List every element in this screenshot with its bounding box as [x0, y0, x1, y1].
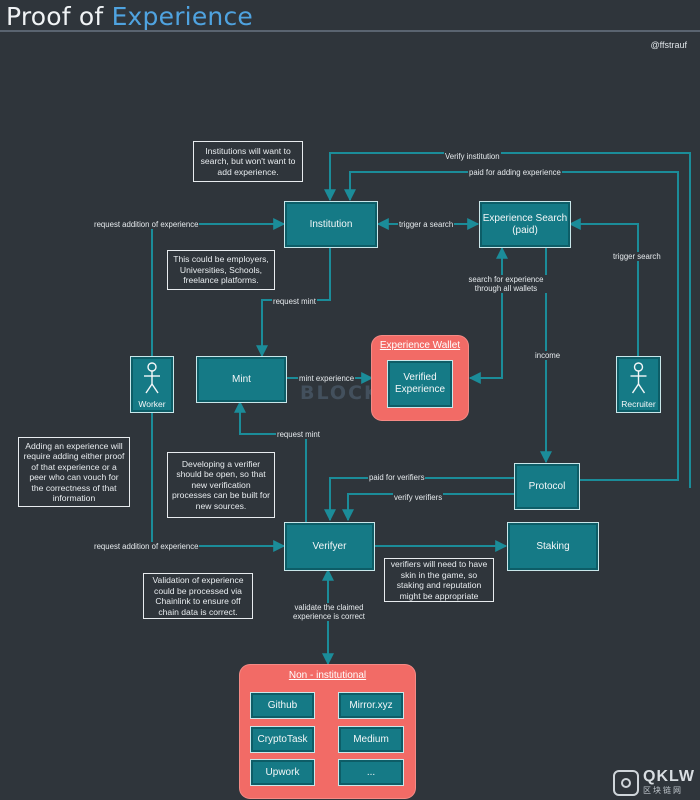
- edge-search-wallets: [468, 246, 508, 384]
- brand-icon: [613, 769, 639, 796]
- edge-trigger-search: [568, 218, 639, 356]
- note-validation: Validation of experience could be proces…: [143, 573, 253, 619]
- note-adding-experience: Adding an experience will require adding…: [18, 437, 130, 507]
- group-experience-wallet: Experience Wallet Verified Experience: [372, 336, 468, 420]
- source-upwork[interactable]: Upwork: [250, 759, 315, 786]
- brand-sub: 区块链网: [643, 786, 683, 795]
- edge-request-mint-bottom: [234, 400, 307, 522]
- label-request-mint-top: request mint: [272, 297, 317, 306]
- person-icon: [630, 362, 647, 394]
- title-accent: Experience: [111, 2, 253, 31]
- source-mirror[interactable]: Mirror.xyz: [338, 692, 404, 719]
- note-institutions: Institutions will want to search, but wo…: [193, 141, 303, 182]
- edge-paid-for-adding: [344, 171, 679, 481]
- source-cryptotask[interactable]: CryptoTask: [250, 726, 315, 753]
- label-paid-for-verifiers: paid for verifiers: [368, 473, 426, 482]
- source-more[interactable]: ...: [338, 759, 404, 786]
- title-main: Proof of: [6, 2, 104, 31]
- person-icon: [144, 362, 160, 394]
- actor-recruiter[interactable]: Recruiter: [616, 356, 661, 413]
- label-validate-claimed: validate the claimed experience is corre…: [284, 603, 374, 621]
- label-mint-experience: mint experience: [298, 374, 356, 383]
- actor-worker[interactable]: Worker: [130, 356, 174, 413]
- node-institution[interactable]: Institution: [284, 201, 378, 248]
- group-non-institutional: Non - institutional Github Mirror.xyz Cr…: [240, 665, 415, 798]
- label-paid-for-adding: paid for adding experience: [468, 168, 562, 177]
- label-trigger-a-search: trigger a search: [398, 220, 455, 229]
- label-verify-verifiers: verify verifiers: [393, 493, 444, 502]
- experience-wallet-title: Experience Wallet: [379, 340, 461, 351]
- node-verified-experience[interactable]: Verified Experience: [387, 360, 453, 408]
- brand-logo: QKLW 区块链网: [613, 769, 695, 796]
- label-request-addition-top: request addition of experience: [93, 220, 200, 229]
- label-request-mint-bottom: request mint: [276, 430, 321, 439]
- label-trigger-search: trigger search: [612, 252, 662, 261]
- source-github[interactable]: Github: [250, 692, 315, 719]
- label-request-addition-bottom: request addition of experience: [93, 542, 200, 551]
- node-protocol[interactable]: Protocol: [514, 463, 580, 510]
- worker-label: Worker: [138, 399, 166, 409]
- edge-verify-institution: [324, 152, 691, 488]
- node-verifyer[interactable]: Verifyer: [284, 522, 375, 571]
- source-medium[interactable]: Medium: [338, 726, 404, 753]
- page-title: Proof of Experience: [6, 2, 253, 31]
- non-institutional-title: Non - institutional: [288, 670, 367, 681]
- edge-request-addition-top: [151, 218, 286, 356]
- node-staking[interactable]: Staking: [507, 522, 599, 571]
- label-search-wallets: search for experience through all wallet…: [460, 275, 552, 293]
- brand-name: QKLW: [643, 768, 695, 785]
- edge-verify-verifiers: [342, 493, 514, 522]
- node-mint[interactable]: Mint: [196, 356, 287, 403]
- edge-paid-for-verifiers: [324, 477, 514, 522]
- note-developing-verifier: Developing a verifier should be open, so…: [167, 452, 275, 518]
- note-verifiers-skin: verifiers will need to have skin in the …: [384, 558, 494, 602]
- node-experience-search[interactable]: Experience Search (paid): [479, 201, 571, 248]
- label-verify-institution: Verify institution: [444, 152, 501, 161]
- author-handle: @ffstrauf: [650, 40, 687, 50]
- label-income: income: [534, 351, 562, 360]
- title-divider: [0, 30, 700, 32]
- recruiter-label: Recruiter: [621, 399, 656, 409]
- note-employers: This could be employers, Universities, S…: [167, 250, 275, 290]
